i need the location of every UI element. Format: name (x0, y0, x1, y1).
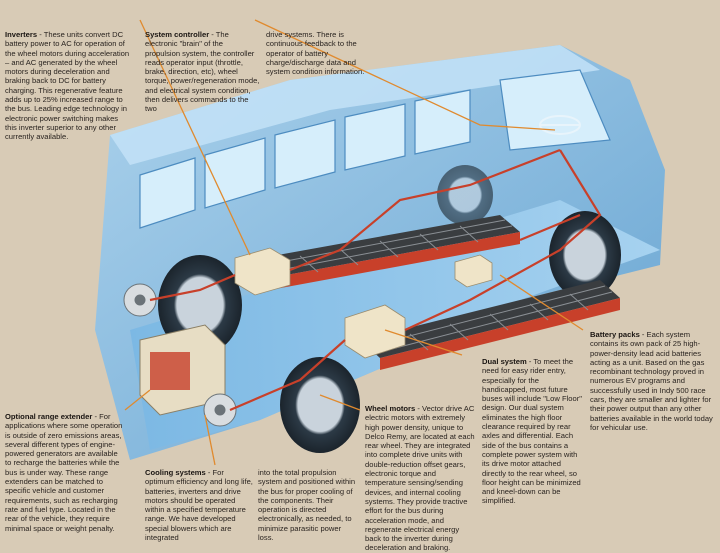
caption-wheel-motors-title: Wheel motors (365, 404, 416, 413)
steering-wheel (539, 115, 581, 135)
caption-battery-packs-title: Battery packs (590, 330, 640, 339)
caption-inverters: Inverters - These units convert DC batte… (5, 30, 130, 142)
caption-range-extender-title: Optional range extender (5, 412, 93, 421)
bus-windows (139, 69, 611, 229)
caption-cooling-systems-body: - For optimum efficiency and long life, … (145, 468, 253, 543)
caption-dual-system-title: Dual system (482, 357, 527, 366)
caption-range-extender-body: - For applications where some operation … (5, 412, 123, 533)
caption-wheel-motors: Wheel motors - Vector drive AC electric … (365, 404, 477, 553)
wheels (158, 165, 621, 453)
battery-pack-upper (250, 215, 520, 290)
caption-cooling-systems-cont: into the total propulsion system and pos… (258, 468, 356, 543)
caption-system-controller-body: - The electronic "brain" of the propulsi… (145, 30, 260, 114)
range-extender-unit (139, 324, 226, 416)
caption-battery-packs: Battery packs - Each system contains its… (590, 330, 716, 432)
caption-system-controller-cont: drive systems. There is continuous feedb… (266, 30, 365, 77)
caption-inverters-title: Inverters (5, 30, 38, 39)
bus-roof (110, 45, 600, 165)
caption-range-extender: Optional range extender - For applicatio… (5, 412, 123, 533)
caption-system-controller: System controller - The electronic "brai… (145, 30, 260, 114)
caption-dual-system-body: - To meet the need for easy rider entry,… (482, 357, 582, 506)
caption-inverters-body: - These units convert DC battery power t… (5, 30, 130, 142)
cooling-blowers (123, 283, 237, 427)
caption-cooling-systems-title: Cooling systems (145, 468, 206, 477)
caption-cooling-systems: Cooling systems - For optimum efficiency… (145, 468, 255, 542)
caption-wheel-motors-body: - Vector drive AC electric motors with e… (365, 404, 475, 553)
caption-dual-system: Dual system - To meet the need for easy … (482, 357, 586, 506)
battery-pack-lower (360, 280, 620, 370)
caption-system-controller-title: System controller (145, 30, 210, 39)
wiring (149, 148, 602, 412)
caption-battery-packs-body: - Each system contains its own pack of 2… (590, 330, 713, 432)
leader-lines (124, 19, 584, 466)
inverter-boxes (234, 247, 493, 359)
